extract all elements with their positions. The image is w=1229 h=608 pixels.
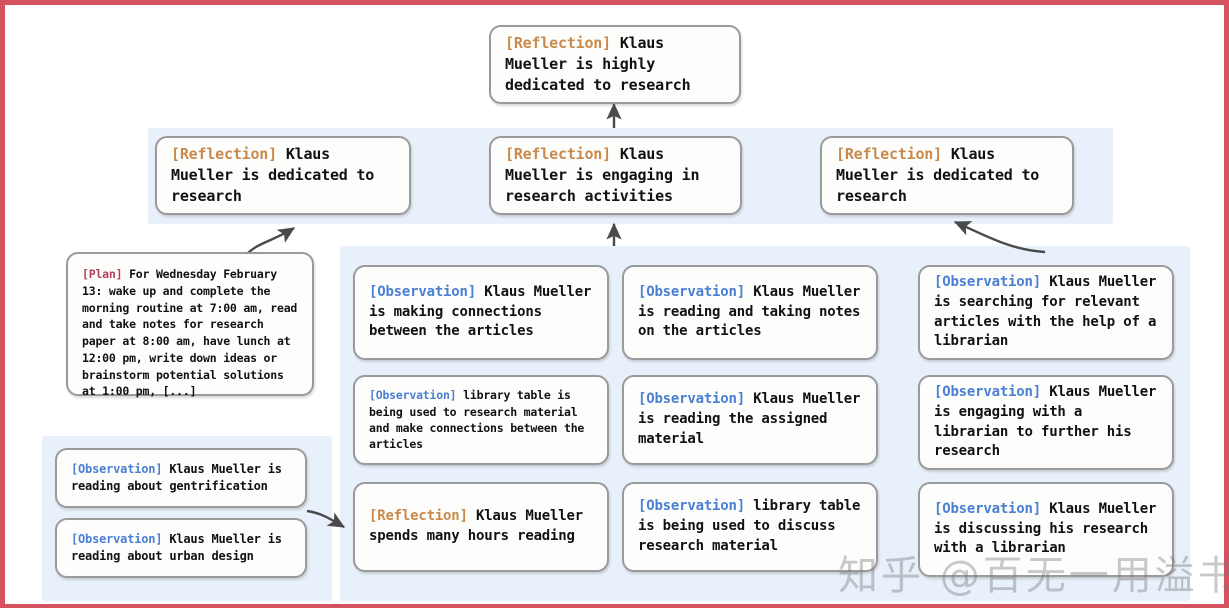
watermark: 知乎 @百无一用溢书生 bbox=[838, 553, 1229, 599]
node-col3-observation-engaging-librarian-text: [Observation] Klaus Mueller is engaging … bbox=[934, 383, 1158, 463]
node-plan-text: [Plan] For Wednesday February 13: wake u… bbox=[82, 266, 298, 400]
node-reflection-right-body: Klaus Mueller is dedicated to research bbox=[836, 144, 1048, 206]
node-root-reflection-body: Klaus Mueller is highly dedicated to res… bbox=[505, 33, 691, 95]
node-col2-observation-taking-notes[interactable]: [Observation] Klaus Mueller is reading a… bbox=[622, 265, 878, 360]
tag-reflection: [Reflection] bbox=[505, 144, 611, 163]
tag-observation: [Observation] bbox=[934, 383, 1041, 400]
tag-reflection: [Reflection] bbox=[836, 144, 942, 163]
node-col3-observation-discussing-research-body: Klaus Mueller is discussing his research… bbox=[934, 500, 1165, 557]
node-col2-observation-assigned-material-text: [Observation] Klaus Mueller is reading t… bbox=[638, 390, 862, 450]
node-observation-gentrification[interactable]: [Observation] Klaus Mueller is reading a… bbox=[55, 448, 307, 508]
node-reflection-left-body: Klaus Mueller is dedicated to research bbox=[171, 144, 383, 206]
node-col2-observation-discuss-material-text: [Observation] library table is being use… bbox=[638, 497, 862, 557]
node-col2-observation-taking-notes-body: Klaus Mueller is reading and taking note… bbox=[638, 283, 869, 340]
frame-border-top bbox=[0, 0, 1229, 5]
node-reflection-left-text: [Reflection] Klaus Mueller is dedicated … bbox=[171, 144, 395, 208]
arrow-plan-to-left-reflection bbox=[247, 226, 296, 254]
tag-observation: [Observation] bbox=[369, 388, 457, 403]
node-reflection-right[interactable]: [Reflection] Klaus Mueller is dedicated … bbox=[820, 136, 1074, 215]
tag-observation: [Observation] bbox=[638, 498, 745, 515]
node-col3-observation-searching-articles-body: Klaus Mueller is searching for relevant … bbox=[934, 273, 1165, 350]
node-observation-urban-design-text: [Observation] Klaus Mueller is reading a… bbox=[71, 531, 291, 565]
node-plan[interactable]: [Plan] For Wednesday February 13: wake u… bbox=[66, 252, 314, 398]
node-root-reflection[interactable]: [Reflection] Klaus Mueller is highly ded… bbox=[489, 25, 741, 104]
node-col2-observation-discuss-material-body: library table is being used to discuss r… bbox=[638, 498, 869, 554]
node-col1-observation-library-table-text: [Observation] library table is being use… bbox=[369, 387, 593, 452]
node-col1-observation-connections-body: Klaus Mueller is making connections betw… bbox=[369, 283, 600, 340]
tag-observation: [Observation] bbox=[369, 283, 476, 300]
tag-reflection: [Reflection] bbox=[505, 33, 611, 52]
node-col1-reflection-hours-reading-text: [Reflection] Klaus Mueller spends many h… bbox=[369, 507, 593, 547]
tag-plan: [Plan] bbox=[82, 267, 123, 281]
node-col1-observation-library-table-body: library table is being used to research … bbox=[369, 388, 591, 452]
node-col2-observation-assigned-material-body: Klaus Mueller is reading the assigned ma… bbox=[638, 391, 869, 447]
tag-observation: [Observation] bbox=[71, 461, 163, 476]
frame-border-bottom bbox=[0, 604, 1229, 608]
tag-observation: [Observation] bbox=[638, 391, 745, 408]
node-reflection-right-text: [Reflection] Klaus Mueller is dedicated … bbox=[836, 144, 1058, 208]
node-reflection-left[interactable]: [Reflection] Klaus Mueller is dedicated … bbox=[155, 136, 411, 215]
tag-reflection: [Reflection] bbox=[369, 508, 468, 525]
node-col3-observation-searching-articles[interactable]: [Observation] Klaus Mueller is searching… bbox=[918, 265, 1174, 360]
node-observation-gentrification-body: Klaus Mueller is reading about gentrific… bbox=[71, 461, 289, 493]
node-col3-observation-engaging-librarian-body: Klaus Mueller is engaging with a librari… bbox=[934, 383, 1165, 460]
tag-reflection: [Reflection] bbox=[171, 144, 277, 163]
node-reflection-mid-body: Klaus Mueller is engaging in research ac… bbox=[505, 144, 709, 206]
frame-border-left bbox=[0, 0, 5, 608]
node-col2-observation-discuss-material[interactable]: [Observation] library table is being use… bbox=[622, 482, 878, 572]
node-root-reflection-text: [Reflection] Klaus Mueller is highly ded… bbox=[505, 33, 725, 97]
node-reflection-mid-text: [Reflection] Klaus Mueller is engaging i… bbox=[505, 144, 726, 208]
node-col2-observation-taking-notes-text: [Observation] Klaus Mueller is reading a… bbox=[638, 283, 862, 343]
node-col3-observation-engaging-librarian[interactable]: [Observation] Klaus Mueller is engaging … bbox=[918, 375, 1174, 470]
node-col1-observation-connections-text: [Observation] Klaus Mueller is making co… bbox=[369, 283, 593, 343]
node-col1-reflection-hours-reading-body: Klaus Mueller spends many hours reading bbox=[369, 508, 592, 544]
tag-observation: [Observation] bbox=[934, 500, 1041, 517]
node-observation-urban-design-body: Klaus Mueller is reading about urban des… bbox=[71, 531, 289, 563]
frame-border-right bbox=[1224, 0, 1229, 608]
node-col1-reflection-hours-reading[interactable]: [Reflection] Klaus Mueller spends many h… bbox=[353, 482, 609, 572]
node-col3-observation-discussing-research-text: [Observation] Klaus Mueller is discussin… bbox=[934, 500, 1158, 560]
node-col1-observation-connections[interactable]: [Observation] Klaus Mueller is making co… bbox=[353, 265, 609, 360]
node-col3-observation-searching-articles-text: [Observation] Klaus Mueller is searching… bbox=[934, 273, 1158, 353]
tag-observation: [Observation] bbox=[638, 283, 745, 300]
node-observation-urban-design[interactable]: [Observation] Klaus Mueller is reading a… bbox=[55, 518, 307, 578]
node-observation-gentrification-text: [Observation] Klaus Mueller is reading a… bbox=[71, 461, 291, 495]
node-col3-observation-discussing-research[interactable]: [Observation] Klaus Mueller is discussin… bbox=[918, 482, 1174, 577]
node-plan-body: For Wednesday February 13: wake up and c… bbox=[82, 267, 304, 399]
node-col2-observation-assigned-material[interactable]: [Observation] Klaus Mueller is reading t… bbox=[622, 375, 878, 465]
tag-observation: [Observation] bbox=[71, 531, 163, 546]
node-col1-observation-library-table[interactable]: [Observation] library table is being use… bbox=[353, 375, 609, 465]
tag-observation: [Observation] bbox=[934, 273, 1041, 290]
node-reflection-mid[interactable]: [Reflection] Klaus Mueller is engaging i… bbox=[489, 136, 742, 215]
